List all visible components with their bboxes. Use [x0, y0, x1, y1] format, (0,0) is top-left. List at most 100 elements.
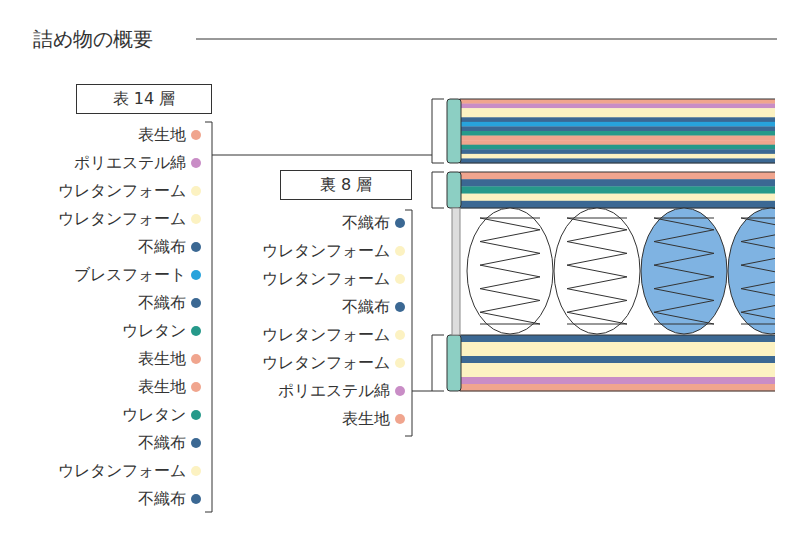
layer-stripe	[460, 172, 775, 180]
layer-row: 不織布	[342, 296, 390, 318]
side-cap	[447, 335, 461, 391]
layer-stripe	[460, 342, 775, 349]
color-dot	[395, 358, 405, 368]
leader-line	[212, 155, 432, 156]
coil-spring	[741, 218, 775, 324]
layer-name: 不織布	[138, 489, 186, 508]
color-dot	[191, 326, 201, 336]
layer-name: 表生地	[138, 349, 186, 368]
layer-row: ポリエステル綿	[74, 152, 186, 174]
layer-row: ウレタンフォーム	[262, 352, 390, 374]
layer-row: 不織布	[138, 432, 186, 454]
layer-row: ポリエステル綿	[278, 380, 390, 402]
layer-stripe	[460, 194, 775, 202]
color-dot	[395, 330, 405, 340]
layer-row: 不織布	[138, 488, 186, 510]
layer-name: 表生地	[138, 377, 186, 396]
color-dot	[191, 270, 201, 280]
layer-name: 表生地	[342, 409, 390, 428]
layer-stripe	[460, 140, 775, 145]
color-dot	[191, 214, 201, 224]
color-dot	[191, 494, 201, 504]
layer-name: 不織布	[138, 433, 186, 452]
layer-name: ウレタンフォーム	[262, 353, 390, 372]
pocket-coil	[467, 208, 553, 334]
section-heading: 裏 8 層	[281, 175, 411, 195]
layer-row: 表生地	[138, 376, 186, 398]
color-dot	[191, 186, 201, 196]
layer-name: ポリエステル綿	[278, 381, 390, 400]
layer-stripe	[460, 384, 775, 391]
layer-row: ウレタンフォーム	[58, 208, 186, 230]
layer-stripe	[460, 131, 775, 136]
layer-row: ウレタン	[122, 320, 186, 342]
color-dot	[191, 410, 201, 420]
side-cap	[447, 172, 461, 208]
layer-name: ウレタンフォーム	[58, 461, 186, 480]
layer-row: ウレタンフォーム	[262, 268, 390, 290]
layer-stripe	[460, 186, 775, 194]
color-dot	[191, 354, 201, 364]
block-bracket	[432, 99, 444, 163]
title-rule	[196, 39, 777, 40]
diagram-title: 詰め物の概要	[33, 25, 161, 53]
layer-stripe	[460, 113, 775, 118]
layer-row: ウレタンフォーム	[58, 180, 186, 202]
layer-stripe	[460, 377, 775, 384]
color-dot	[395, 274, 405, 284]
color-dot	[191, 466, 201, 476]
layer-stripe	[460, 335, 775, 342]
coil-spring	[480, 218, 540, 324]
pocket-coil	[728, 208, 775, 334]
layer-row: ウレタンフォーム	[262, 324, 390, 346]
layer-name: ウレタンフォーム	[262, 269, 390, 288]
side-cap	[447, 99, 461, 163]
layer-stripe	[460, 149, 775, 154]
layer-stripe	[460, 201, 775, 209]
layer-stripe	[460, 370, 775, 377]
side-post	[452, 208, 460, 335]
color-dot	[395, 386, 405, 396]
layer-row: ウレタン	[122, 404, 186, 426]
layer-stripe	[460, 356, 775, 363]
layer-stripe	[460, 126, 775, 131]
color-dot	[395, 302, 405, 312]
color-dot	[191, 158, 201, 168]
layer-name: ウレタンフォーム	[262, 241, 390, 260]
layer-name: ポリエステル綿	[74, 153, 186, 172]
section-heading: 表 14 層	[77, 89, 211, 109]
color-dot	[191, 438, 201, 448]
layer-name: ブレスフォート	[74, 265, 186, 284]
color-dot	[395, 414, 405, 424]
block-bracket	[432, 172, 444, 208]
layer-stripe	[460, 117, 775, 122]
layer-stripe	[460, 136, 775, 141]
layer-stripe	[460, 122, 775, 127]
layer-stripe	[460, 349, 775, 356]
layer-outline	[460, 99, 775, 163]
coil-spring	[654, 218, 714, 324]
color-dot	[191, 382, 201, 392]
layer-name: ウレタンフォーム	[262, 325, 390, 344]
layer-row: 表生地	[138, 348, 186, 370]
pocket-coil	[554, 208, 640, 334]
layer-stripe	[460, 179, 775, 187]
layer-name: ウレタンフォーム	[58, 181, 186, 200]
layer-stripe	[460, 108, 775, 113]
layer-stripe	[460, 154, 775, 159]
section-heading-box: 裏 8 層	[280, 170, 412, 200]
layer-stripe	[460, 145, 775, 150]
layer-row: 表生地	[342, 408, 390, 430]
color-dot	[395, 218, 405, 228]
layer-outline	[460, 335, 775, 391]
leader-line	[412, 391, 432, 392]
coil-spring	[567, 218, 627, 324]
layer-row: ウレタンフォーム	[262, 240, 390, 262]
list-bracket	[205, 122, 212, 512]
layer-row: ウレタンフォーム	[58, 460, 186, 482]
color-dot	[191, 130, 201, 140]
layer-stripe	[460, 99, 775, 104]
layer-row: 不織布	[342, 212, 390, 234]
layer-stripe	[460, 104, 775, 109]
layer-name: 不織布	[138, 293, 186, 312]
